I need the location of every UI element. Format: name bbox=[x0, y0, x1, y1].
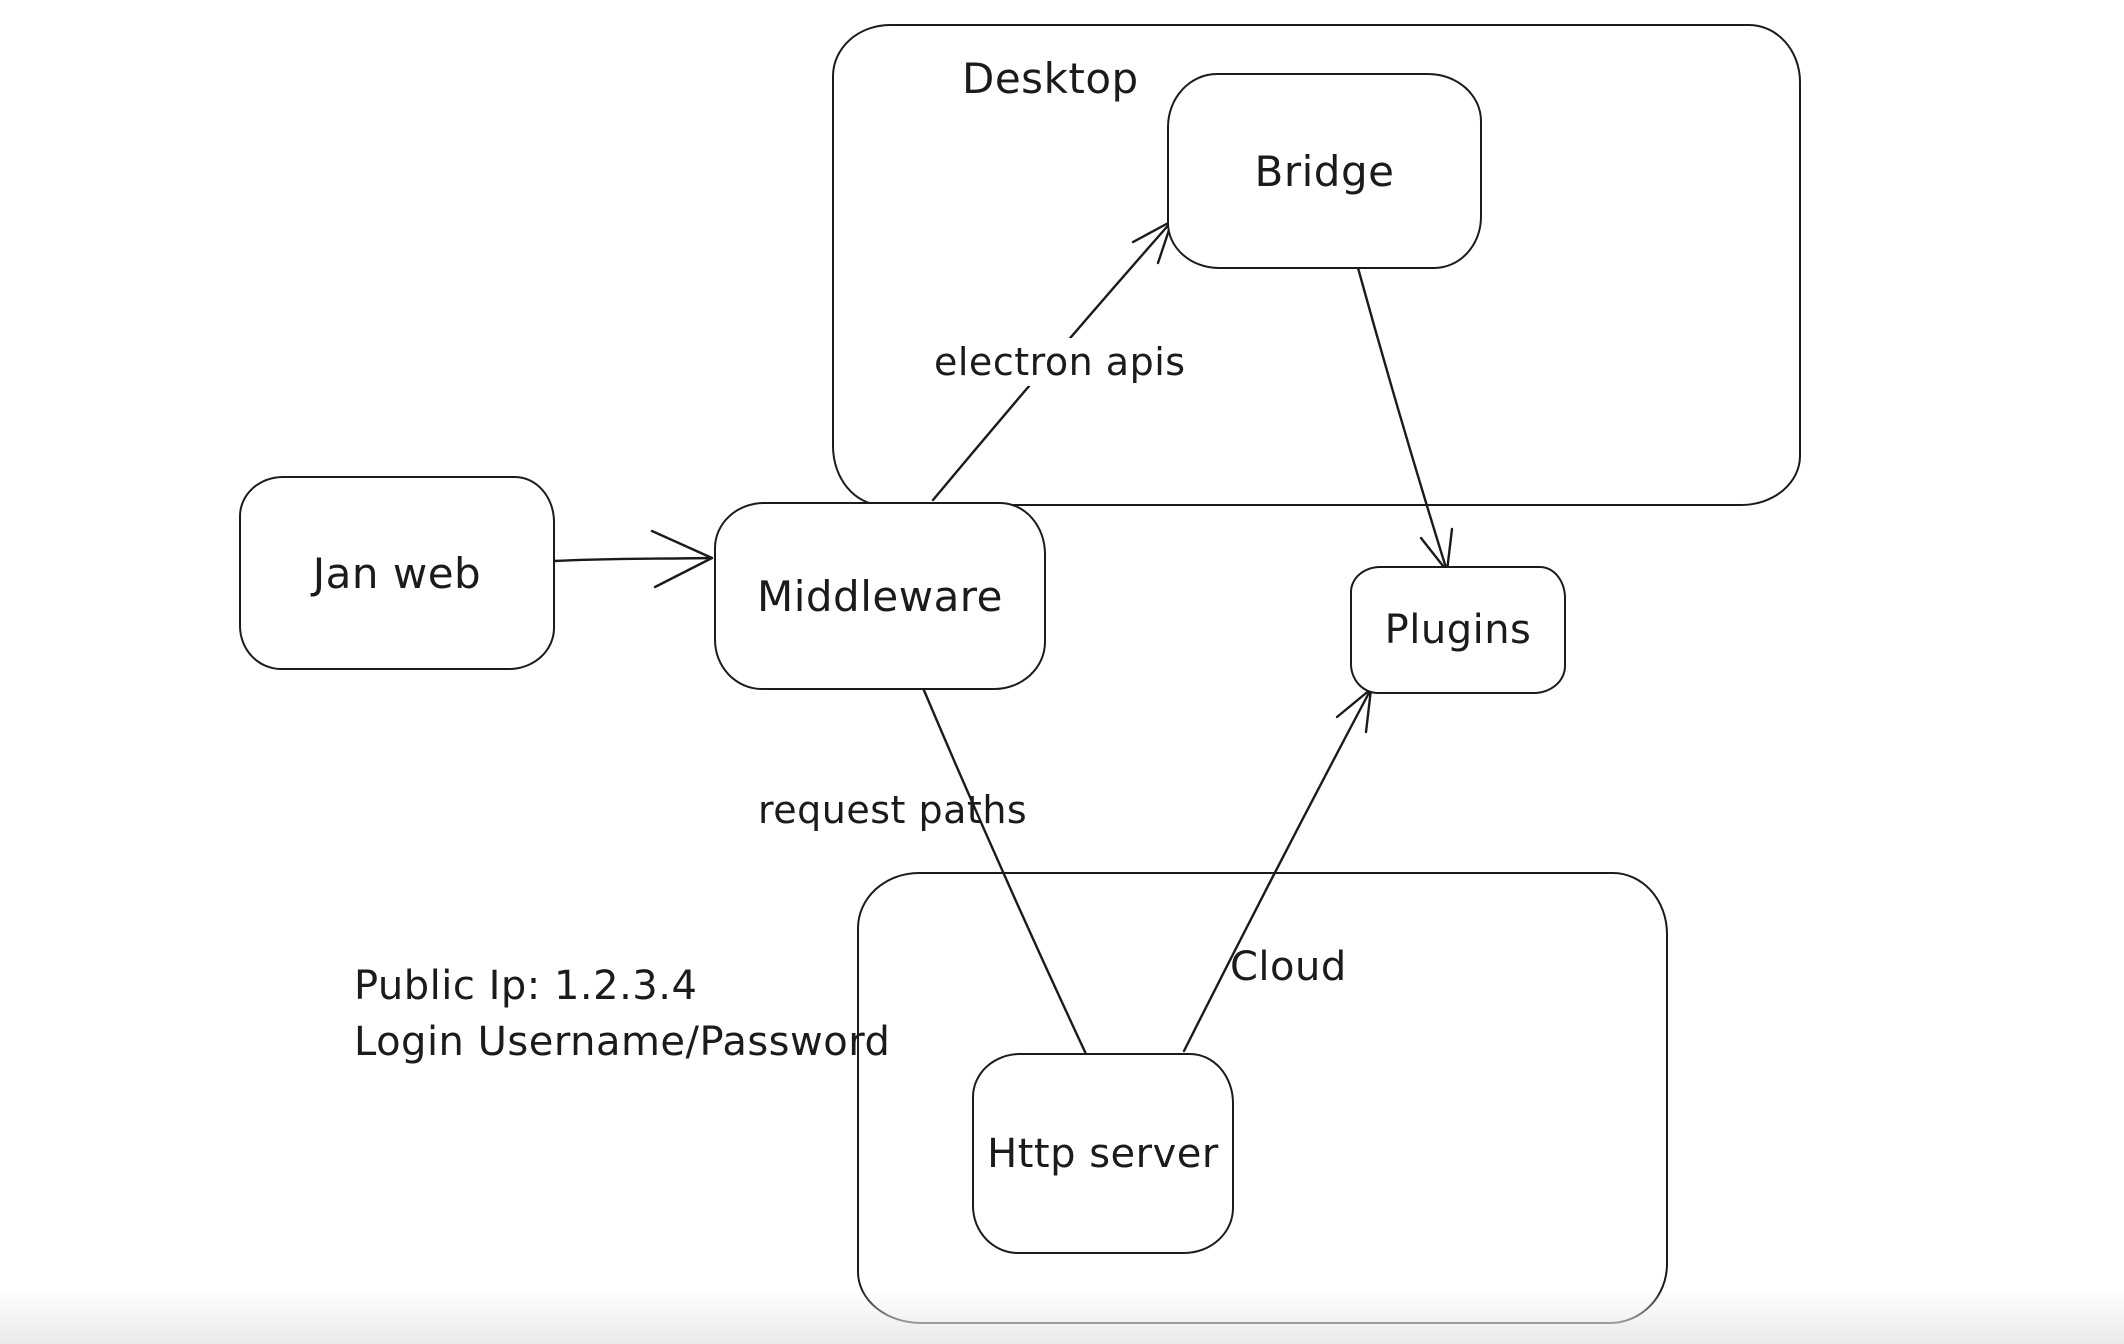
annotation-public-ip[interactable]: Public Ip: 1.2.3.4 Login Username/Passwo… bbox=[354, 958, 890, 1070]
container-desktop-label[interactable]: Desktop bbox=[962, 54, 1139, 103]
node-bridge[interactable]: Bridge bbox=[1167, 73, 1482, 269]
edge-bridge-to-plugins[interactable] bbox=[1356, 266, 1454, 573]
edge-middleware-to-http-server[interactable] bbox=[921, 686, 1088, 1056]
edge-jan-web-to-middleware[interactable] bbox=[552, 529, 714, 589]
arrowhead-line bbox=[1419, 527, 1454, 573]
container-cloud-label[interactable]: Cloud bbox=[1230, 944, 1347, 990]
node-middleware-label: Middleware bbox=[756, 571, 1003, 621]
edge-line bbox=[1356, 266, 1449, 573]
container-desktop[interactable] bbox=[832, 24, 1801, 506]
edge-line bbox=[921, 686, 1088, 1056]
annotation-line-1: Public Ip: 1.2.3.4 bbox=[354, 963, 698, 1009]
arrowhead-line bbox=[1335, 687, 1373, 734]
arrowhead-line bbox=[650, 529, 714, 589]
edge-line bbox=[1182, 687, 1373, 1053]
node-http-server-label: Http server bbox=[987, 1130, 1219, 1177]
node-jan-web-label: Jan web bbox=[312, 548, 482, 598]
edge-line bbox=[552, 556, 711, 563]
node-bridge-label: Bridge bbox=[1254, 146, 1395, 196]
edge-label-electron-apis[interactable]: electron apis bbox=[928, 338, 1192, 386]
node-plugins[interactable]: Plugins bbox=[1350, 566, 1566, 694]
node-http-server[interactable]: Http server bbox=[972, 1053, 1234, 1254]
edge-http-server-to-plugins[interactable] bbox=[1182, 687, 1373, 1053]
annotation-line-2: Login Username/Password bbox=[354, 1019, 891, 1065]
node-middleware[interactable]: Middleware bbox=[714, 502, 1046, 690]
node-plugins-label: Plugins bbox=[1384, 607, 1532, 653]
edge-label-request-paths[interactable]: request paths bbox=[758, 788, 1028, 832]
node-jan-web[interactable]: Jan web bbox=[239, 476, 555, 670]
